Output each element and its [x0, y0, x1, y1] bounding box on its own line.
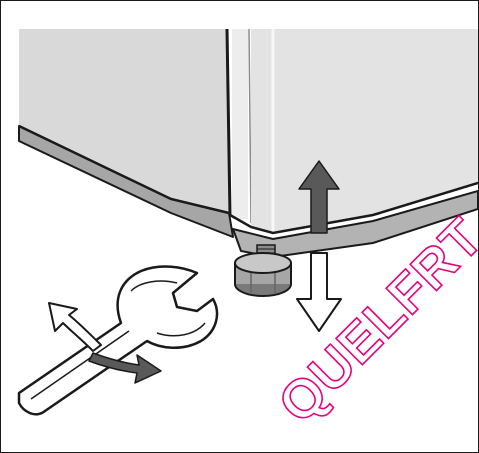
door-hinge-gap [232, 29, 248, 219]
arrow-down-icon [297, 253, 341, 331]
door-hinge-line [249, 29, 251, 223]
wrench-icon [19, 267, 217, 415]
